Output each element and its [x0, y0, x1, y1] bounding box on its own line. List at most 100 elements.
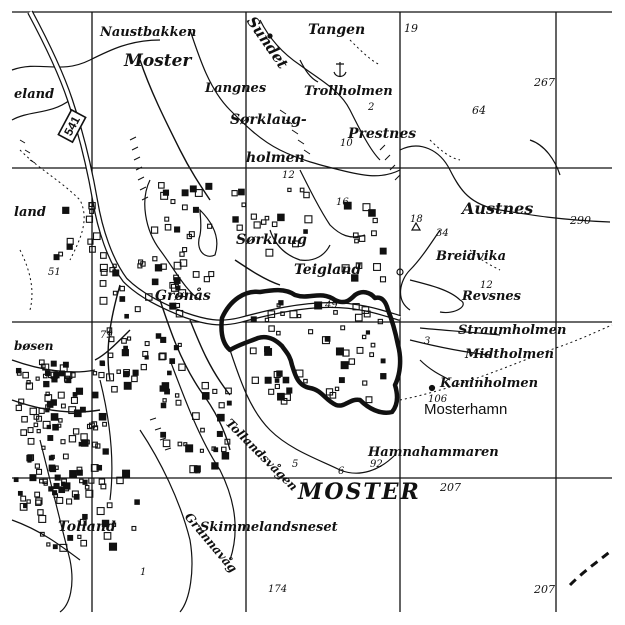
building-square [71, 490, 79, 498]
building-square [346, 204, 352, 210]
label-moster-top: Moster [123, 51, 192, 71]
building-square [112, 290, 118, 296]
building-square [358, 235, 366, 242]
building-square [232, 216, 239, 223]
building-square [122, 469, 131, 478]
building-square [45, 391, 50, 397]
building-square [37, 509, 44, 516]
building-square [62, 206, 70, 214]
building-square [142, 350, 149, 357]
building-square [73, 409, 82, 418]
building-square [22, 371, 29, 379]
height-5: 5 [292, 459, 298, 470]
building-square [33, 414, 40, 420]
building-square [36, 468, 43, 475]
building-square [26, 499, 31, 504]
building-square [112, 269, 120, 277]
building-square [92, 371, 98, 376]
building-square [173, 277, 181, 284]
building-square [103, 532, 112, 540]
building-square [158, 182, 165, 189]
building-square [182, 247, 188, 253]
label-serklaug2: Sørklaug [236, 232, 307, 248]
building-square [221, 452, 230, 460]
building-square [164, 216, 170, 222]
building-square [121, 349, 129, 357]
building-square [340, 361, 349, 370]
building-square [27, 437, 35, 445]
height-207: 207 [439, 481, 461, 494]
building-square [144, 341, 150, 347]
building-square [124, 313, 129, 319]
building-square [154, 264, 163, 272]
building-square [106, 327, 113, 333]
building-square [62, 453, 69, 460]
building-square [192, 206, 199, 213]
building-square [27, 427, 34, 434]
building-square [132, 369, 139, 376]
building-square [134, 499, 140, 505]
secondary-roads [11, 59, 281, 451]
building-square [20, 429, 28, 436]
building-square [278, 300, 284, 306]
building-square [48, 464, 56, 472]
building-square [160, 336, 167, 343]
anchor-icon [333, 62, 347, 78]
building-square [218, 402, 225, 409]
building-square [201, 381, 209, 390]
label-mosterhamn: Mosterhamn [424, 401, 507, 418]
building-square [109, 267, 115, 273]
building-square [207, 223, 213, 229]
building-square [150, 226, 159, 234]
building-square [80, 539, 88, 547]
building-square [372, 217, 378, 224]
building-square [29, 474, 37, 482]
building-square [352, 232, 359, 239]
building-square [260, 219, 267, 225]
building-square [25, 382, 34, 390]
building-square [79, 478, 84, 484]
triangle-icon [410, 221, 422, 231]
building-square [170, 199, 176, 205]
building-square [179, 251, 185, 257]
building-square [174, 393, 180, 398]
height-2: 2 [367, 102, 374, 113]
height-290: 290 [569, 214, 591, 227]
building-square [377, 318, 384, 325]
building-square [224, 438, 231, 445]
building-square [212, 388, 218, 394]
building-square [64, 376, 71, 384]
building-square [123, 381, 132, 390]
building-square [100, 361, 106, 367]
building-square [348, 358, 356, 365]
dashed-boundary [568, 548, 613, 587]
building-square [379, 247, 387, 255]
building-square [36, 428, 41, 434]
road-shield: 541 [57, 108, 87, 144]
height-12: 12 [480, 280, 493, 291]
building-square [354, 313, 363, 322]
label-trollholmen: Trollholmen [304, 84, 393, 99]
building-square [264, 215, 270, 221]
building-square [175, 399, 182, 406]
point-icon [396, 268, 404, 276]
building-square [286, 387, 293, 394]
label-austnes: Austnes [460, 199, 533, 218]
building-square [268, 388, 275, 395]
building-square [68, 435, 77, 443]
building-square [164, 388, 170, 395]
building-square [66, 243, 73, 250]
building-square [276, 330, 281, 336]
building-square [76, 469, 83, 476]
building-square [58, 486, 66, 494]
building-square [162, 189, 170, 196]
buildings [13, 182, 387, 552]
building-square [98, 412, 107, 421]
building-square [351, 274, 359, 282]
building-square [199, 448, 204, 453]
height-64: 64 [472, 104, 486, 117]
building-square [164, 223, 172, 231]
building-square [99, 296, 108, 305]
building-square [44, 370, 51, 377]
building-square [111, 385, 118, 393]
